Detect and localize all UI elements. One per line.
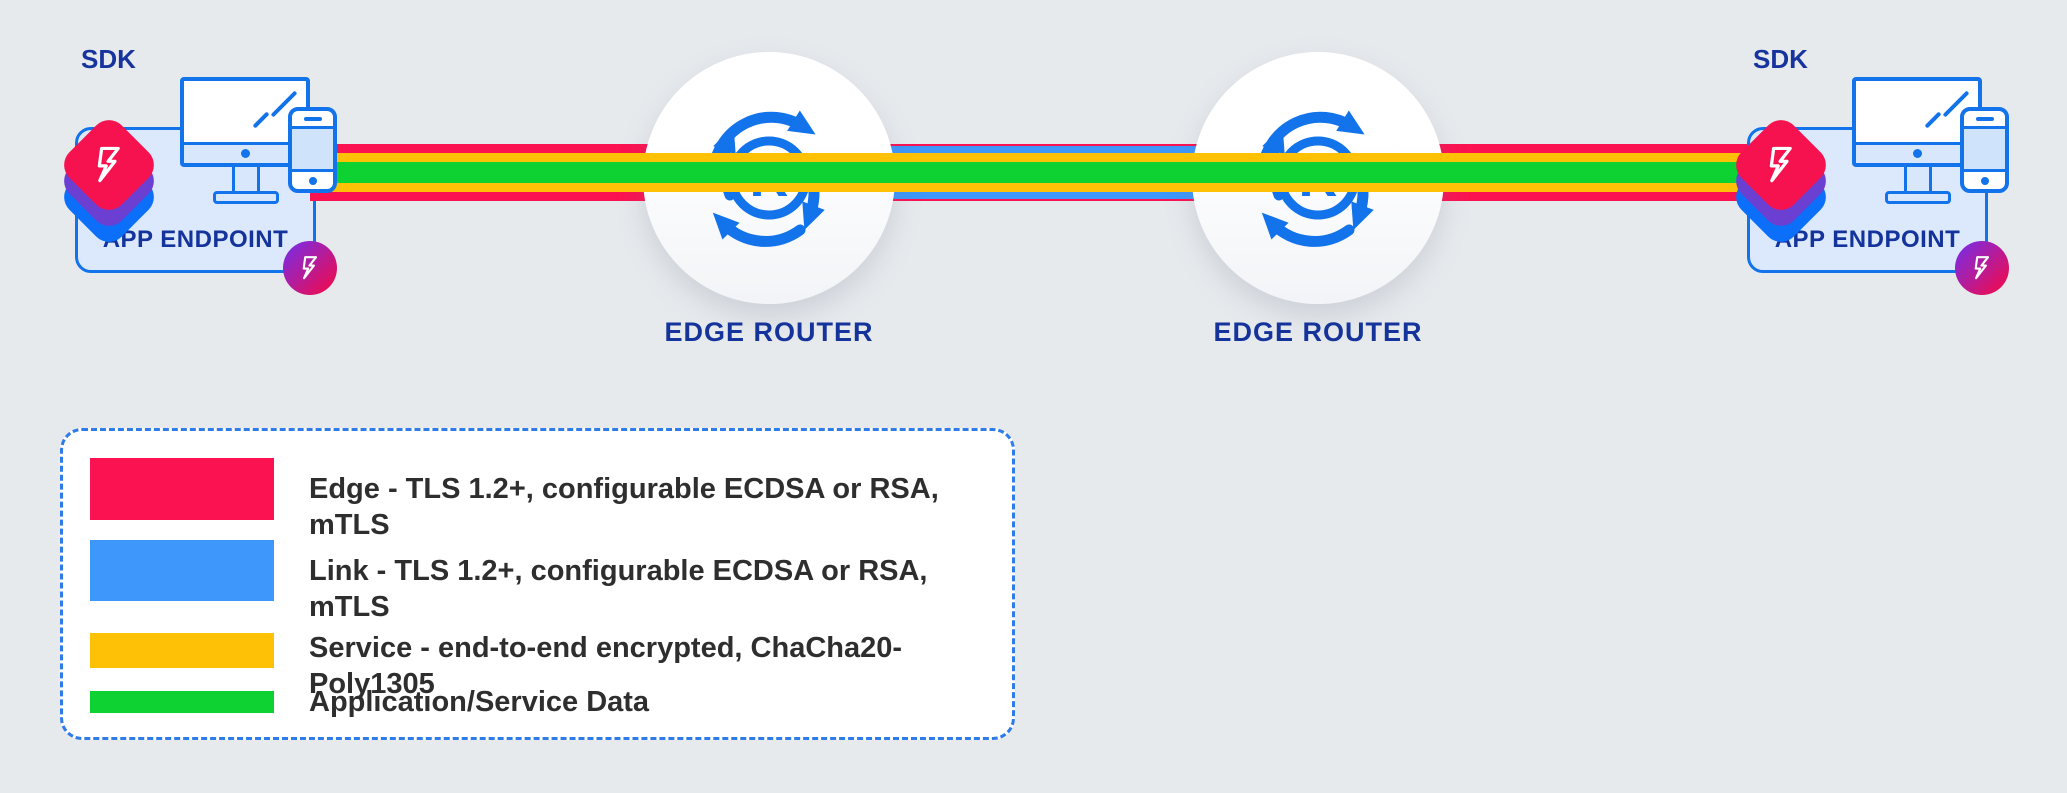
monitor-icon bbox=[1852, 77, 1982, 207]
link-tls-stripe-top bbox=[769, 146, 1318, 153]
app-endpoint-right: SDK APP ENDPOINT bbox=[1727, 40, 2027, 320]
ziti-bolt-icon bbox=[86, 142, 132, 188]
ziti-badge-icon bbox=[283, 241, 337, 295]
link-tls-stripe-bottom bbox=[769, 192, 1318, 199]
application-data-stripe bbox=[310, 162, 1747, 183]
legend-label-data: Application/Service Data bbox=[309, 686, 650, 718]
service-stripe-top bbox=[310, 153, 1747, 162]
app-endpoint-label: APP ENDPOINT bbox=[1774, 226, 1961, 253]
legend-swatch-data bbox=[90, 691, 274, 713]
ziti-bolt-icon bbox=[1758, 142, 1804, 188]
edge-router-label-left: EDGE ROUTER bbox=[664, 317, 874, 347]
phone-icon bbox=[288, 107, 337, 193]
legend-label-service: Service - end-to-end encrypted, ChaCha20… bbox=[309, 632, 903, 700]
app-endpoint-left: SDK APP ENDPOINT bbox=[55, 40, 355, 320]
service-stripe-bottom bbox=[310, 183, 1747, 192]
legend-swatch-edge bbox=[90, 458, 274, 520]
sdk-stack-icon bbox=[56, 80, 162, 250]
phone-icon bbox=[1960, 107, 2009, 193]
legend-swatch-service bbox=[90, 633, 274, 668]
sdk-label: SDK bbox=[1753, 44, 1808, 74]
sdk-stack-icon bbox=[1728, 80, 1834, 250]
sdk-label: SDK bbox=[81, 44, 136, 74]
legend-box: Edge - TLS 1.2+, configurable ECDSA or R… bbox=[60, 428, 1015, 740]
ziti-badge-icon bbox=[1955, 241, 2009, 295]
edge-router-label-right: EDGE ROUTER bbox=[1213, 317, 1423, 347]
legend-label-edge: Edge - TLS 1.2+, configurable ECDSA or R… bbox=[309, 473, 939, 541]
app-endpoint-label: APP ENDPOINT bbox=[102, 226, 289, 253]
legend-swatch-link bbox=[90, 540, 274, 601]
legend-label-link: Link - TLS 1.2+, configurable ECDSA or R… bbox=[309, 555, 928, 623]
